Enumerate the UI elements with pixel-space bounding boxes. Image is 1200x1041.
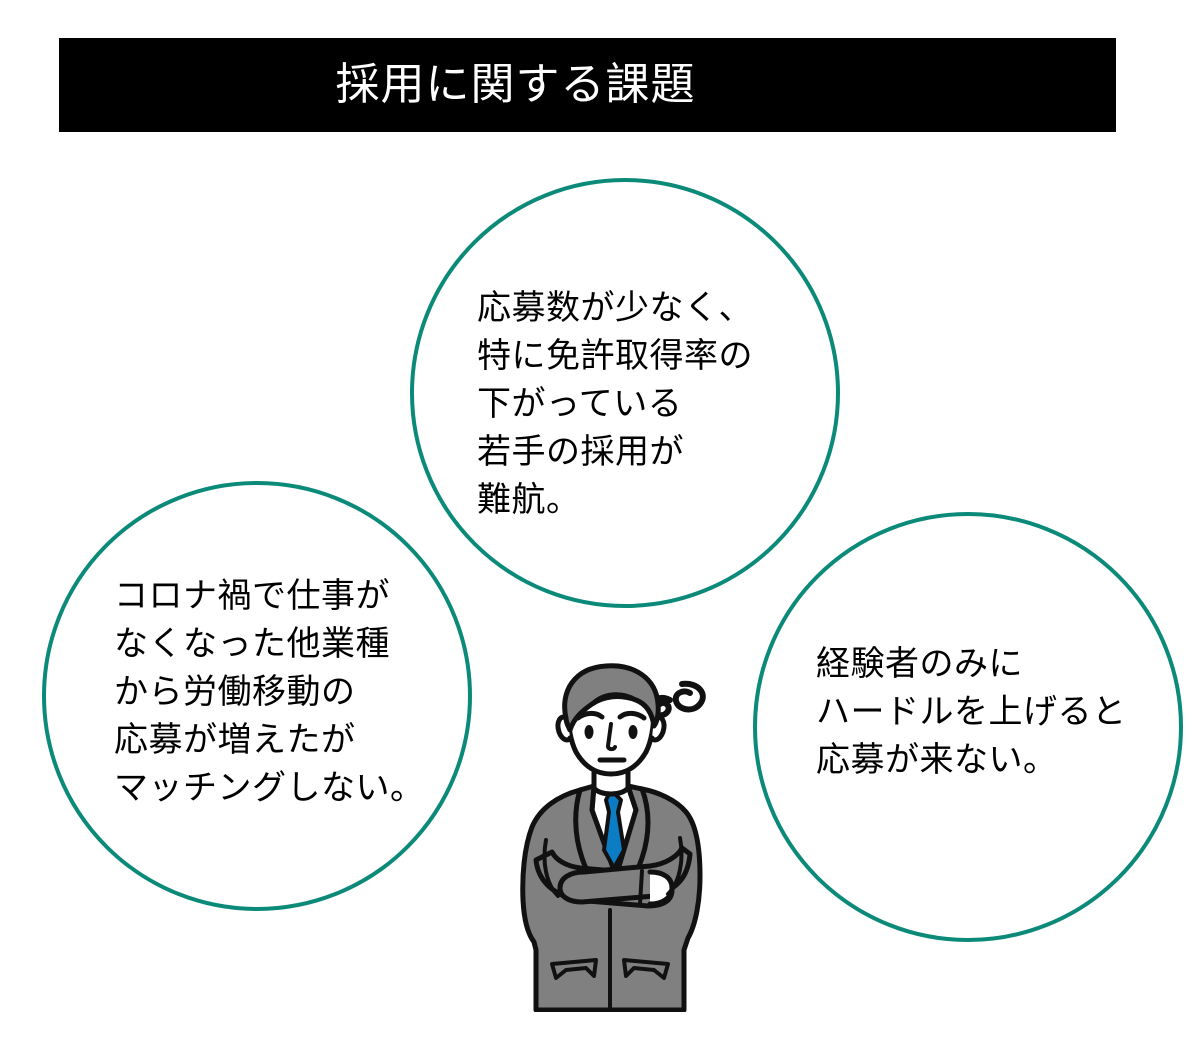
necktie — [602, 788, 626, 870]
pocket-left — [550, 958, 598, 980]
cuff-line-left — [638, 869, 644, 906]
circle-right-text: 経験者のみに ハードルを上げると 応募が来ない。 — [816, 645, 1127, 779]
hair — [562, 663, 661, 733]
hair-fringe — [592, 692, 638, 704]
circle-right — [753, 512, 1183, 942]
circle-left — [42, 481, 472, 911]
nose — [606, 722, 617, 752]
sleeve-fold-right — [666, 836, 684, 896]
page-title: 採用に関する課題 — [335, 60, 696, 109]
hand-left — [647, 869, 675, 907]
sleeve-fold-left — [542, 838, 560, 898]
eye-left — [584, 725, 594, 739]
circle-left-text: コロナ禍で仕事が なくなった他業種 から労働移動の 応募が増えたが マッチングし… — [114, 577, 425, 807]
worried-businessman-illustration — [520, 663, 706, 1012]
pocket-right — [622, 958, 670, 980]
circle-top-text: 応募数が少なく、 特に免許取得率の 下がっている 若手の採用が 難航。 — [477, 289, 753, 519]
eye-right — [628, 725, 638, 739]
title-banner: 採用に関する課題 — [59, 38, 1116, 132]
eyebrow-left — [575, 710, 605, 721]
eyebrow-right — [617, 710, 647, 721]
circle-top — [410, 178, 840, 608]
